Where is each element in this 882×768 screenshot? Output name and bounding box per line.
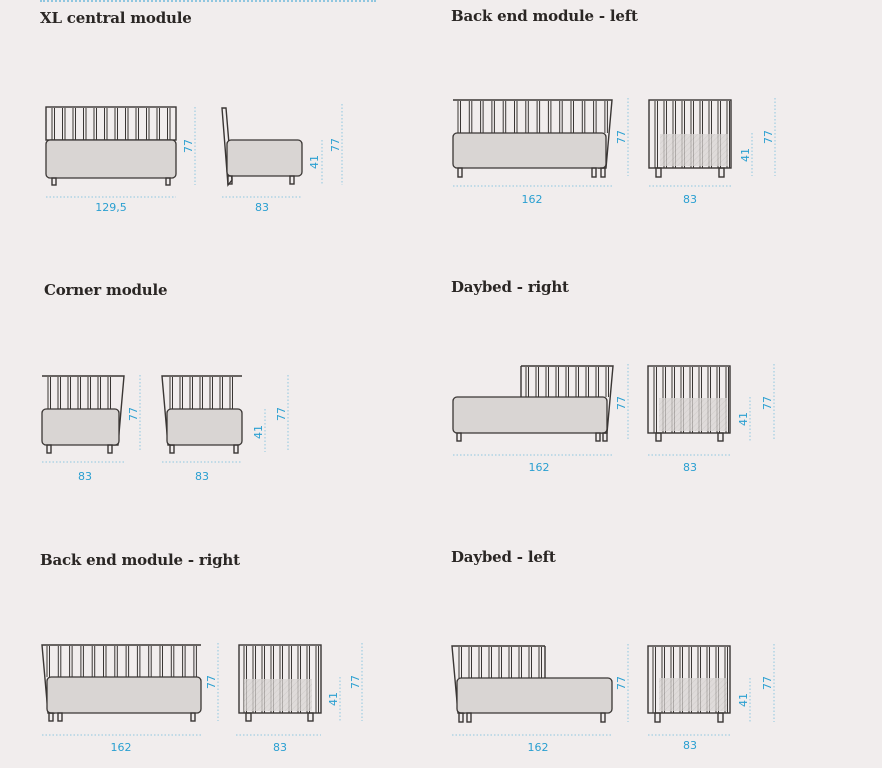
corner-front-dims-1: 83 77 <box>42 375 141 483</box>
height-label: 77 <box>205 675 218 689</box>
xl-central-front-view <box>45 106 177 186</box>
height-label: 77 <box>127 407 140 421</box>
xl-central-front-dims: 129,5 77 <box>46 107 196 214</box>
daybed-right-front-view <box>452 365 614 442</box>
back-end-right-front-dims: 162 77 <box>42 643 219 754</box>
width-label: 162 <box>522 193 543 206</box>
daybed-left-side-dims: 83 41 77 <box>648 644 775 752</box>
corner-front-view-2 <box>161 375 243 454</box>
seat-height-label: 41 <box>252 425 265 439</box>
daybed-right-front-dims: 162 77 <box>453 364 629 474</box>
seat-height-label: 41 <box>308 155 321 169</box>
height-label: 77 <box>761 676 774 690</box>
module-title-back-end-left: Back end module - left <box>451 7 638 25</box>
backrest-slats <box>51 108 171 140</box>
back-end-right-side-view <box>238 644 322 722</box>
height-label: 77 <box>615 396 628 410</box>
backrest-slats <box>169 377 233 409</box>
width-label: 83 <box>195 470 209 483</box>
height-label: 77 <box>761 396 774 410</box>
width-label: 83 <box>255 201 269 214</box>
xl-central-side-view <box>221 107 303 187</box>
width-label: 83 <box>78 470 92 483</box>
back-end-left-front-dims: 162 77 <box>453 98 629 206</box>
width-label: 129,5 <box>95 201 127 214</box>
xl-central-side-dims: 83 41 77 <box>222 104 343 214</box>
backrest-slats <box>458 647 542 678</box>
height-label: 77 <box>615 676 628 690</box>
module-title-xl-central: XL central module <box>40 9 192 27</box>
height-label: 77 <box>275 407 288 421</box>
module-title-back-end-right: Back end module - right <box>40 551 240 569</box>
height-label: 77 <box>329 138 342 152</box>
daybed-left-front-view <box>451 645 613 723</box>
daybed-left-front-dims: 162 77 <box>452 644 629 754</box>
back-end-right-front-view <box>41 644 202 722</box>
back-end-right-side-dims: 83 41 77 <box>236 643 363 754</box>
height-label: 77 <box>182 139 195 153</box>
height-label: 77 <box>349 675 362 689</box>
width-label: 162 <box>528 741 549 754</box>
width-label: 83 <box>273 741 287 754</box>
back-end-left-side-view <box>648 99 732 178</box>
height-label: 77 <box>762 130 775 144</box>
seat-height-label: 41 <box>327 692 340 706</box>
seat-height-label: 41 <box>737 412 750 426</box>
backrest-slats <box>525 367 609 397</box>
width-label: 83 <box>683 461 697 474</box>
daybed-right-side-view <box>647 365 731 442</box>
backrest-slats <box>47 377 111 409</box>
back-end-left-front-view <box>452 99 613 178</box>
width-label: 83 <box>683 193 697 206</box>
daybed-left-side-view <box>647 645 731 723</box>
seat-height-label: 41 <box>737 693 750 707</box>
width-label: 83 <box>683 739 697 752</box>
module-title-corner: Corner module <box>44 281 168 299</box>
backrest-slats <box>46 646 197 677</box>
module-title-daybed-right: Daybed - right <box>451 278 569 296</box>
seat-height-label: 41 <box>739 148 752 162</box>
daybed-right-side-dims: 83 41 77 <box>648 364 775 474</box>
module-title-daybed-left: Daybed - left <box>451 548 556 566</box>
backrest-slats <box>457 101 608 133</box>
top-dotted-rule <box>40 0 376 2</box>
height-label: 77 <box>615 130 628 144</box>
width-label: 162 <box>529 461 550 474</box>
back-end-left-side-dims: 83 41 77 <box>649 98 776 206</box>
corner-side-dims: 83 41 77 <box>162 375 289 483</box>
width-label: 162 <box>111 741 132 754</box>
corner-front-view-1 <box>41 375 125 454</box>
